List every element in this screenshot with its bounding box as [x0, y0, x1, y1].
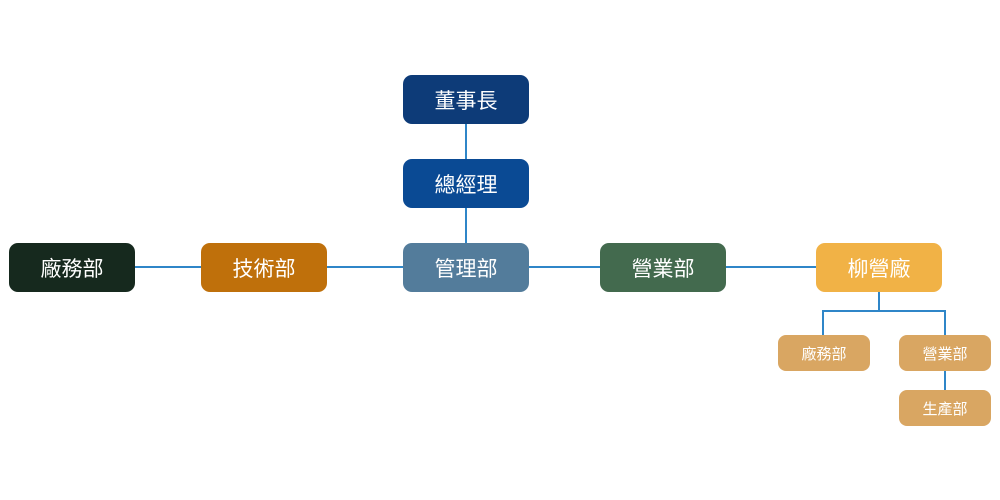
node-plant-production: 生產部: [899, 390, 991, 426]
node-technical-dept: 技術部: [201, 243, 327, 292]
node-plant-sales: 營業部: [899, 335, 991, 371]
node-factory-affairs-dept: 廠務部: [9, 243, 135, 292]
node-label: 總經理: [434, 172, 498, 197]
node-management-dept: 管理部: [403, 243, 529, 292]
node-label: 技術部: [232, 256, 296, 281]
node-liuying-plant: 柳營廠: [816, 243, 942, 292]
node-label: 營業部: [631, 256, 695, 281]
node-label: 生產部: [922, 399, 968, 418]
node-label: 廠務部: [801, 344, 847, 363]
node-label: 柳營廠: [847, 256, 911, 281]
node-label: 營業部: [922, 344, 968, 363]
node-chairman: 董事長: [403, 75, 529, 124]
node-label: 管理部: [434, 256, 498, 281]
node-label: 董事長: [434, 88, 498, 113]
node-general-manager: 總經理: [403, 159, 529, 208]
node-sales-dept: 營業部: [600, 243, 726, 292]
node-plant-factory-affairs: 廠務部: [778, 335, 870, 371]
node-label: 廠務部: [40, 256, 104, 281]
